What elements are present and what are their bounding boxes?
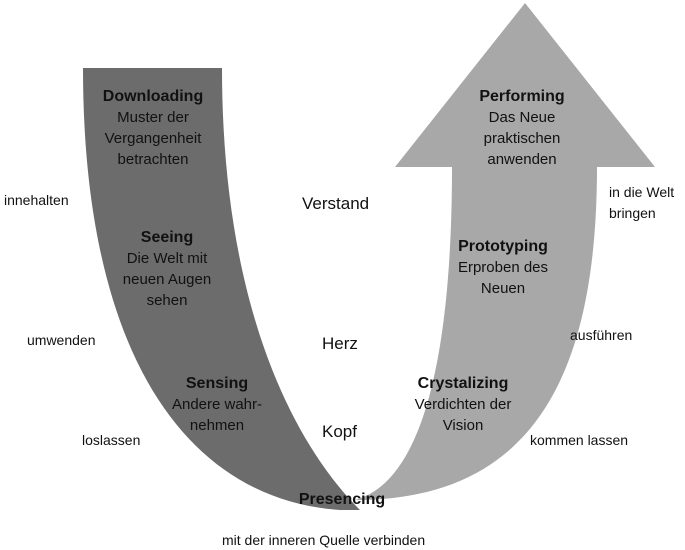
stage-seeing-line: Die Welt mit [126,250,208,267]
stage-prototyping: Prototyping Erproben des Neuen [428,236,578,299]
stage-crystalizing-title: Crystalizing [417,375,509,392]
stage-downloading: Downloading Muster der Vergangenheit bet… [78,86,228,170]
left-arm-band [83,68,360,510]
label-ausfuehren: ausführen [570,327,633,343]
stage-seeing-title: Seeing [140,229,194,246]
stage-sensing-title: Sensing [185,375,249,392]
label-kommen-lassen: kommen lassen [530,432,629,448]
label-in-die-welt-bringen: in die Welt bringen [609,182,674,224]
stage-downloading-title: Downloading [102,88,204,105]
stage-crystalizing: Crystalizing Verdichten der Vision [388,373,538,436]
stage-performing-title: Performing [479,88,565,105]
label-quelle-verbinden: mit der inneren Quelle verbinden [222,532,426,548]
label-herz: Herz [322,334,358,353]
stage-crystalizing-line: Verdichten der [414,396,512,413]
stage-performing-line: Das Neue [488,109,556,126]
stage-presencing-title: Presencing [298,491,386,508]
stage-prototyping-line: Neuen [480,280,526,297]
label-in-die-welt-line: in die Welt [609,184,675,200]
stage-sensing-line: Andere wahr- [171,396,263,413]
stage-downloading-line: betrachten [117,151,189,168]
label-bringen-line: bringen [609,205,656,221]
label-umwenden: umwenden [27,332,96,348]
stage-performing-line: anwenden [487,151,557,168]
stage-crystalizing-line: Vision [442,417,484,434]
stage-downloading-line: Muster der [117,109,189,126]
stage-presencing: Presencing [262,489,422,510]
right-arm-arrow [330,3,655,500]
stage-performing-line: praktischen [483,130,561,147]
stage-seeing: Seeing Die Welt mit neuen Augen sehen [92,227,242,311]
label-verstand: Verstand [302,194,370,213]
label-loslassen: loslassen [82,432,141,448]
stage-seeing-line: sehen [146,292,188,309]
stage-performing: Performing Das Neue praktischen anwenden [447,86,597,170]
stage-prototyping-title: Prototyping [458,238,548,255]
stage-prototyping-line: Erproben des [457,259,549,276]
label-kopf: Kopf [322,422,357,441]
label-innehalten: innehalten [4,192,69,208]
stage-sensing-line: nehmen [189,417,245,434]
stage-sensing: Sensing Andere wahr- nehmen [142,373,292,436]
stage-seeing-line: neuen Augen [122,271,212,288]
stage-downloading-line: Vergangenheit [104,130,202,147]
